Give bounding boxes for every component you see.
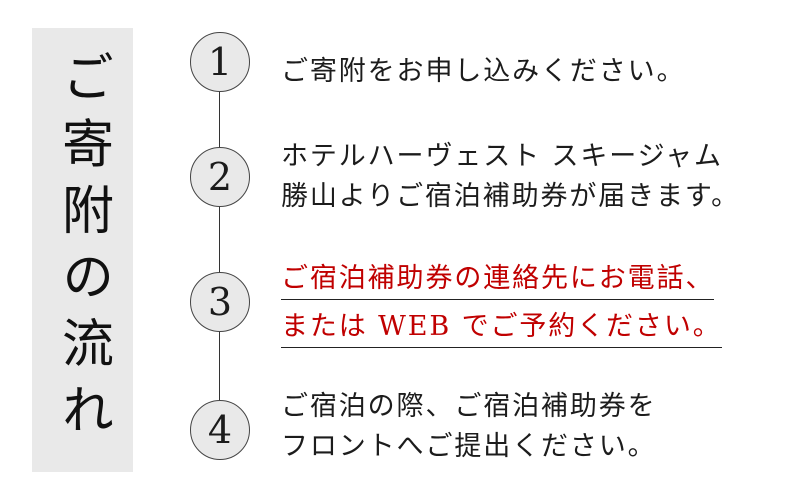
step-3-number: 3 (207, 280, 233, 324)
page-title: ご寄附の流れ (52, 50, 113, 450)
step-4-line-1: ご宿泊の際、ご宿泊補助券を (281, 391, 657, 422)
step-3-text: ご宿泊補助券の連絡先にお電話、 または WEB でご予約ください。 (281, 263, 722, 359)
step-1-text: ご寄附をお申し込みください。 (281, 52, 685, 92)
step-4-circle: 4 (190, 400, 250, 460)
step-2-number: 2 (207, 155, 233, 199)
step-3-line-2: または WEB でご予約ください。 (281, 311, 722, 348)
step-3-line-2-underlined-text: または WEB でご予約ください。 (281, 313, 722, 348)
step-3-line-1: ご宿泊補助券の連絡先にお電話、 (281, 263, 722, 300)
step-3-line-1-underlined-text: ご宿泊補助券の連絡先にお電話、 (281, 265, 715, 300)
step-2-text: ホテルハーヴェスト スキージャム 勝山よりご宿泊補助券が届きます。 (281, 137, 740, 217)
step-2-line-1: ホテルハーヴェスト スキージャム (281, 141, 723, 172)
step-1-circle: 1 (190, 32, 250, 92)
step-4-text: ご宿泊の際、ご宿泊補助券を フロントへご提出ください。 (281, 387, 657, 467)
title-panel: ご寄附の流れ (32, 28, 133, 472)
step-4-number: 4 (207, 408, 233, 452)
timeline-connector-line (219, 62, 220, 430)
step-2-circle: 2 (190, 147, 250, 207)
step-1-number: 1 (207, 40, 233, 84)
step-2-line-2: 勝山よりご宿泊補助券が届きます。 (281, 181, 740, 212)
step-1-line-1: ご寄附をお申し込みください。 (281, 56, 686, 87)
step-4-line-2: フロントへご提出ください。 (281, 431, 657, 462)
step-3-circle: 3 (190, 272, 250, 332)
